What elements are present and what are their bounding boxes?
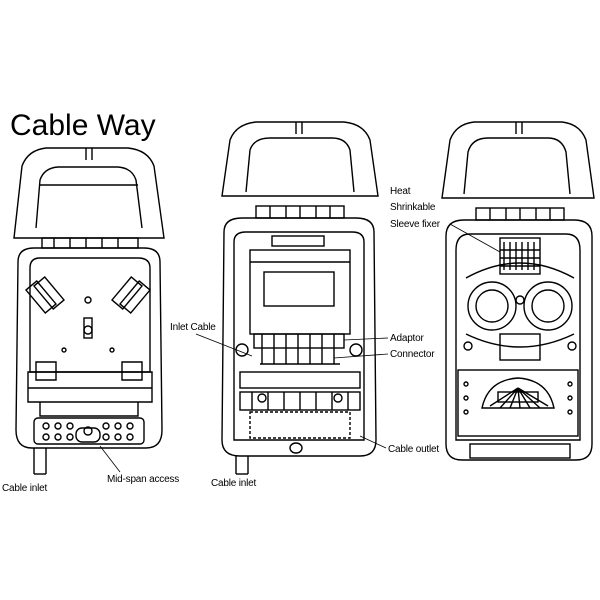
leader-cable-outlet xyxy=(359,435,387,449)
center-outlet-port xyxy=(289,442,303,454)
adaptor-array xyxy=(253,333,345,365)
diagram-title: Cable Way xyxy=(10,109,156,142)
center-inlet-tube xyxy=(235,456,249,474)
left-inlet-tube xyxy=(33,448,47,474)
fiber-spool-right xyxy=(523,281,573,331)
left-lid xyxy=(13,147,165,239)
splice-tray xyxy=(249,249,351,335)
label-cable-outlet: Cable outlet xyxy=(388,444,439,455)
leader-mid-span xyxy=(99,445,121,473)
right-lid xyxy=(441,121,595,199)
fan-guide xyxy=(481,377,555,409)
sleeve-fixer xyxy=(499,237,541,275)
left-body xyxy=(15,247,163,449)
leader-connector xyxy=(333,353,389,359)
left-mount-slot-right xyxy=(111,276,151,314)
left-enclosure xyxy=(13,147,165,475)
label-cable-inlet-center: Cable inlet xyxy=(211,478,256,489)
label-heat: Heat xyxy=(390,186,411,197)
center-enclosure xyxy=(221,121,379,475)
leader-adaptor xyxy=(343,337,389,341)
label-shrinkable: Shrinkable xyxy=(390,202,436,213)
label-sleeve-fixer: Sleeve fixer xyxy=(390,219,441,230)
right-enclosure xyxy=(441,121,595,461)
label-cable-inlet-left: Cable inlet xyxy=(2,483,47,494)
label-mid-span-access: Mid-span access xyxy=(107,474,179,485)
left-port-grid xyxy=(33,417,145,445)
center-lid xyxy=(221,121,379,197)
right-body xyxy=(445,219,593,461)
left-mount-slot-left xyxy=(25,276,65,314)
fiber-spool-left xyxy=(467,281,517,331)
leader-inlet-cable xyxy=(195,333,253,357)
leader-sleeve-fixer xyxy=(449,223,501,253)
label-connector: Connector xyxy=(390,349,435,360)
center-body xyxy=(221,217,377,457)
label-adaptor: Adaptor xyxy=(390,333,424,344)
label-inlet-cable: Inlet Cable xyxy=(170,322,216,333)
